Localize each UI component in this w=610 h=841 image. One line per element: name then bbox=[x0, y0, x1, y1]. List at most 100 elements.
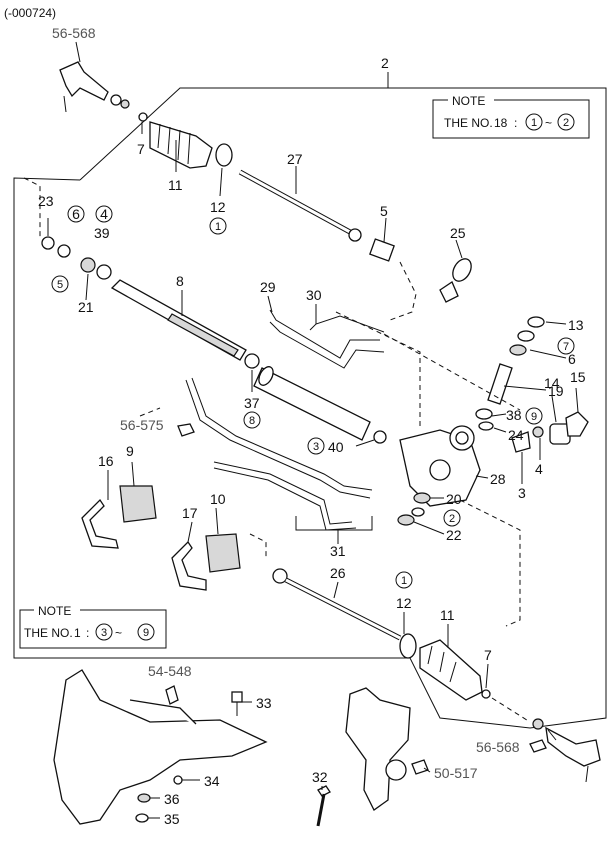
label-12-bottom: 12 bbox=[396, 595, 412, 611]
label-24: 24 bbox=[508, 427, 524, 443]
clamp-25 bbox=[439, 258, 472, 303]
label-4-right: 4 bbox=[535, 461, 543, 477]
note-bottom-to: 9 bbox=[143, 627, 149, 639]
tag-56-568 bbox=[529, 739, 547, 753]
label-32: 32 bbox=[312, 769, 328, 785]
label-14: 14 bbox=[544, 375, 560, 391]
circled-9: 9 bbox=[531, 411, 537, 423]
assembly-guides bbox=[23, 177, 531, 723]
subframe bbox=[53, 669, 268, 825]
label-9: 9 bbox=[126, 443, 134, 459]
note-bottom-from: 3 bbox=[101, 627, 107, 639]
tie-rod-end-right bbox=[532, 718, 601, 783]
label-27: 27 bbox=[287, 151, 303, 167]
tag-54-548 bbox=[165, 685, 179, 705]
circled-2: 2 bbox=[449, 513, 455, 525]
label-6-right: 6 bbox=[568, 351, 576, 367]
label-2: 2 bbox=[381, 55, 389, 71]
label-23: 23 bbox=[38, 193, 54, 209]
label-15: 15 bbox=[570, 369, 586, 385]
label-40: 40 bbox=[328, 439, 344, 455]
label-16: 16 bbox=[98, 453, 114, 469]
note-bottom-prefix: THE NO. bbox=[24, 626, 73, 640]
label-20: 20 bbox=[446, 491, 462, 507]
note-bottom-title: NOTE bbox=[38, 604, 71, 618]
tag-56-575 bbox=[177, 423, 195, 437]
inner-tie-rod-top bbox=[238, 169, 395, 262]
circled-callouts: 1 5 7 8 9 3 2 1 bbox=[51, 217, 575, 589]
leader-lines bbox=[47, 41, 579, 819]
label-34: 34 bbox=[204, 773, 220, 789]
label-8: 8 bbox=[176, 273, 184, 289]
label-36: 36 bbox=[164, 791, 180, 807]
circled-1-top: 1 bbox=[215, 221, 221, 233]
note-box-bottom: NOTE THE NO. 1 : 3 ~ 9 bbox=[19, 604, 167, 649]
label-50-517: 50-517 bbox=[434, 765, 478, 781]
label-13: 13 bbox=[568, 317, 584, 333]
label-10: 10 bbox=[210, 491, 226, 507]
label-31: 31 bbox=[330, 543, 346, 559]
gear-housing bbox=[399, 425, 481, 507]
note-bottom-number: 1 bbox=[74, 626, 81, 640]
pinion-stack bbox=[475, 316, 545, 431]
cylinder-tube bbox=[253, 366, 387, 444]
mount-clamps bbox=[81, 485, 241, 591]
label-3: 3 bbox=[518, 485, 526, 501]
label-17: 17 bbox=[182, 505, 198, 521]
tag-50-517 bbox=[411, 759, 429, 775]
note-top-from: 1 bbox=[531, 117, 537, 129]
label-30: 30 bbox=[306, 287, 322, 303]
label-5: 5 bbox=[380, 203, 388, 219]
note-bottom-sep: : bbox=[86, 626, 89, 640]
label-33: 33 bbox=[256, 695, 272, 711]
boot-top bbox=[138, 112, 233, 169]
steering-knuckle bbox=[316, 687, 411, 827]
label-35: 35 bbox=[164, 811, 180, 827]
label-7-bottom: 7 bbox=[484, 647, 492, 663]
note-bottom-tilde: ~ bbox=[115, 626, 122, 640]
label-11-bottom: 11 bbox=[440, 607, 455, 623]
boot-bottom bbox=[419, 639, 491, 701]
label-7-top: 7 bbox=[137, 141, 145, 157]
label-56-568-bottom: 56-568 bbox=[476, 739, 520, 755]
assembly-frame bbox=[13, 87, 607, 729]
label-6-left: 6 bbox=[72, 206, 80, 222]
note-box-top: NOTE THE NO. 18 : 1 ~ 2 bbox=[432, 94, 590, 139]
circled-5: 5 bbox=[57, 279, 63, 291]
tie-rod-end-left bbox=[59, 61, 130, 113]
note-top-sep: : bbox=[514, 116, 517, 130]
note-top-number: 18 bbox=[494, 116, 508, 130]
label-19: 19 bbox=[548, 383, 564, 399]
label-56-568-top: 56-568 bbox=[52, 25, 96, 41]
label-54-548: 54-548 bbox=[148, 663, 192, 679]
label-21: 21 bbox=[78, 299, 94, 315]
circled-7: 7 bbox=[563, 341, 569, 353]
rings-left bbox=[41, 236, 112, 280]
circled-3: 3 bbox=[313, 441, 319, 453]
label-12-top: 12 bbox=[210, 199, 226, 215]
yoke-parts bbox=[511, 411, 589, 453]
note-top-tilde: ~ bbox=[545, 116, 552, 130]
label-26: 26 bbox=[330, 565, 346, 581]
seals-bottom bbox=[397, 492, 431, 526]
note-top-to: 2 bbox=[563, 117, 569, 129]
rack-bar bbox=[110, 279, 260, 369]
circled-8: 8 bbox=[249, 415, 255, 427]
hydraulic-pipes-upper bbox=[269, 309, 385, 369]
label-25: 25 bbox=[450, 225, 466, 241]
label-37: 37 bbox=[244, 395, 260, 411]
inner-tie-rod-bottom bbox=[272, 568, 417, 659]
note-top-prefix: THE NO. bbox=[444, 116, 493, 130]
circled-1-bottom: 1 bbox=[401, 575, 407, 587]
label-11-top: 11 bbox=[168, 177, 183, 193]
label-38: 38 bbox=[506, 407, 522, 423]
label-39: 39 bbox=[94, 225, 110, 241]
header-code: (-000724) bbox=[4, 6, 56, 20]
label-29: 29 bbox=[260, 279, 276, 295]
note-top-title: NOTE bbox=[452, 94, 485, 108]
hydraulic-pipes-lower bbox=[185, 377, 373, 531]
label-22: 22 bbox=[446, 527, 462, 543]
label-56-575: 56-575 bbox=[120, 417, 164, 433]
label-4-left: 4 bbox=[100, 206, 108, 222]
